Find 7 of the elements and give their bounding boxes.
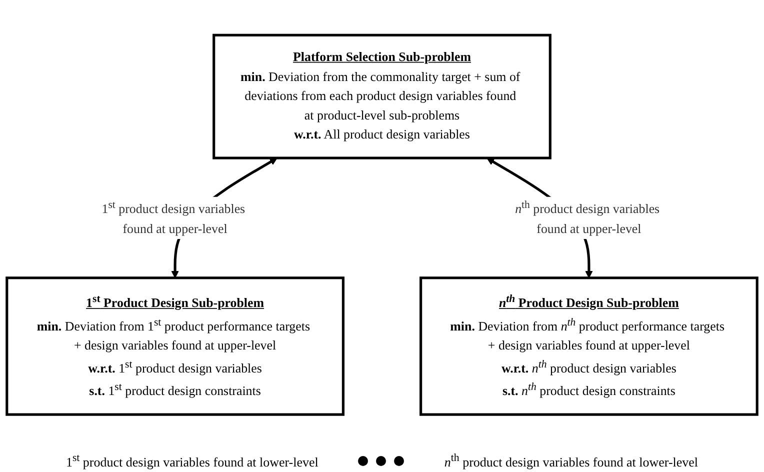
node-box: Platform Selection Sub-problem min. Deviation from the commonality target + sum of deviations from each product design variables found at product-level sub-problems w.r.t. All product design variables xyxy=(212,34,552,160)
note-text: 1$^{st}$ product design variables found at lower-level xyxy=(66,452,318,470)
node-box: 1$^{st}$ Product Design Sub-problem min. Deviation from 1$^{st}$ product performance targets + design variables found at upper-level w.r.t. 1$^{st}$ product design variables s.t. 1$^{st}$ product design constraints xyxy=(6,276,344,416)
edge-label: 1$^{st}$ product design variables found at upper-level xyxy=(102,198,246,236)
edge-label: n$^{th}$ product design variables found at upper-level xyxy=(515,198,660,236)
node-box: n$^{th}$ Product Design Sub-problem min. Deviation from n$^{th}$ product performance targets + design variables found at upper-level w.r.t. n$^{th}$ product design variables s.t. n$^{th}$ product design constraints xyxy=(420,276,758,416)
note-text: n$^{th}$ product design variables found at lower-level xyxy=(444,452,698,470)
